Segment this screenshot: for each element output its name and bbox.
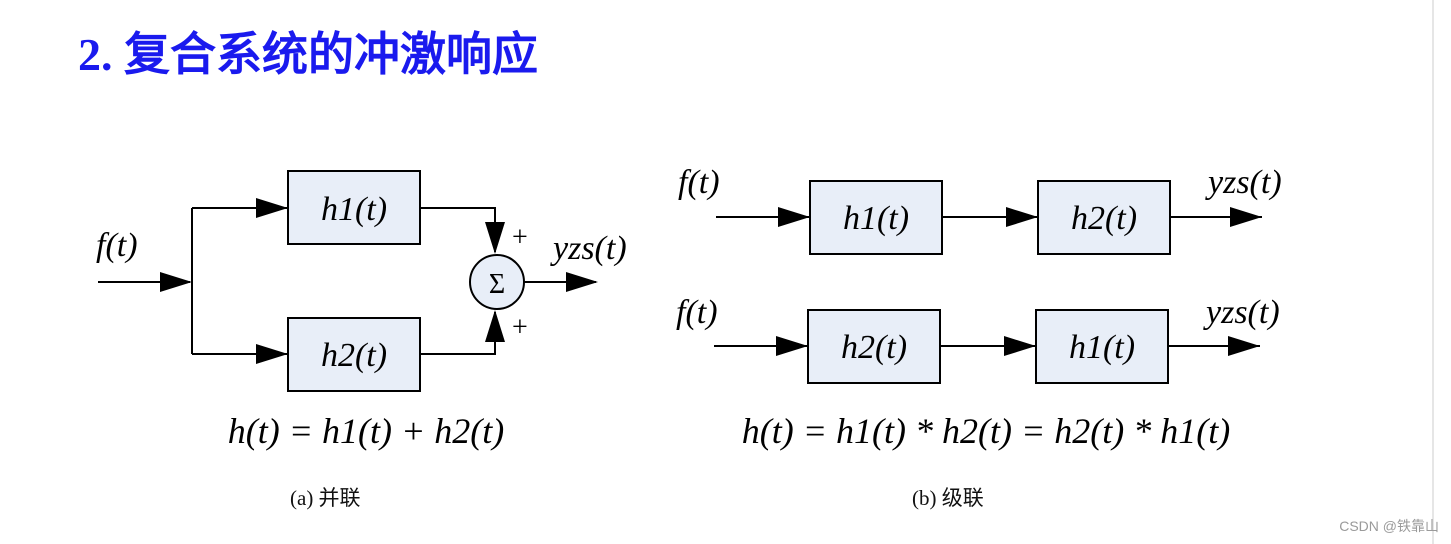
parallel-block-h1-label: h1(t) — [321, 191, 387, 228]
parallel-equation: h(t) = h1(t) + h2(t) — [228, 411, 505, 451]
cascade-row1-input-arrowhead — [778, 207, 810, 227]
cascade-caption: (b) 级联 — [912, 486, 984, 510]
cascade-row2-block-a-label: h2(t) — [841, 329, 907, 366]
cascade-row2-input-arrowhead — [776, 336, 808, 356]
parallel-branch-top-arrowhead — [256, 198, 288, 218]
cascade-row1-output-arrowhead — [1230, 207, 1262, 227]
summer-symbol: Σ — [489, 269, 505, 300]
page-title: 2. 复合系统的冲激响应 — [78, 29, 538, 80]
parallel-input-arrowhead — [160, 272, 192, 292]
cascade-row1-block-b — [1037, 180, 1171, 255]
summer-sign-bottom: + — [512, 312, 528, 343]
parallel-branch-bottom-arrowhead — [256, 344, 288, 364]
parallel-block-h2 — [287, 317, 421, 392]
page-edge-divider — [1432, 0, 1434, 544]
parallel-block-h2-label: h2(t) — [321, 337, 387, 374]
cascade-row2-block-a — [807, 309, 941, 384]
cascade-row2-input-label: f(t) — [676, 294, 718, 331]
parallel-h2-to-sum-arrowhead — [485, 310, 505, 342]
summer-sign-top: + — [512, 222, 528, 253]
cascade-row1-mid-arrowhead — [1006, 207, 1038, 227]
parallel-h1-to-sum — [420, 207, 496, 252]
parallel-h1-to-sum-arrowhead — [485, 222, 505, 254]
parallel-output-arrowhead — [566, 272, 598, 292]
cascade-row2-mid-arrowhead — [1004, 336, 1036, 356]
cascade-row2-output-arrowhead — [1228, 336, 1260, 356]
cascade-row1-block-a-label: h1(t) — [843, 200, 909, 237]
parallel-h2-to-sum — [420, 312, 496, 355]
cascade-row1-output-label: yzs(t) — [1205, 164, 1282, 201]
cascade-row-1 — [716, 180, 1262, 255]
parallel-input-label: f(t) — [96, 227, 138, 264]
cascade-row2-block-b — [1035, 309, 1169, 384]
watermark: CSDN @铁靠山 — [1339, 518, 1439, 534]
cascade-row2-block-b-label: h1(t) — [1069, 329, 1135, 366]
cascade-row1-block-a — [809, 180, 943, 255]
cascade-row1-input-label: f(t) — [678, 164, 720, 201]
parallel-diagram — [98, 170, 598, 392]
cascade-row-2 — [714, 309, 1260, 384]
parallel-caption: (a) 并联 — [290, 486, 361, 510]
cascade-row2-output-label: yzs(t) — [1203, 294, 1280, 331]
parallel-output-label: yzs(t) — [550, 230, 627, 267]
cascade-row1-block-b-label: h2(t) — [1071, 200, 1137, 237]
cascade-equation: h(t) = h1(t) * h2(t) = h2(t) * h1(t) — [742, 411, 1230, 451]
